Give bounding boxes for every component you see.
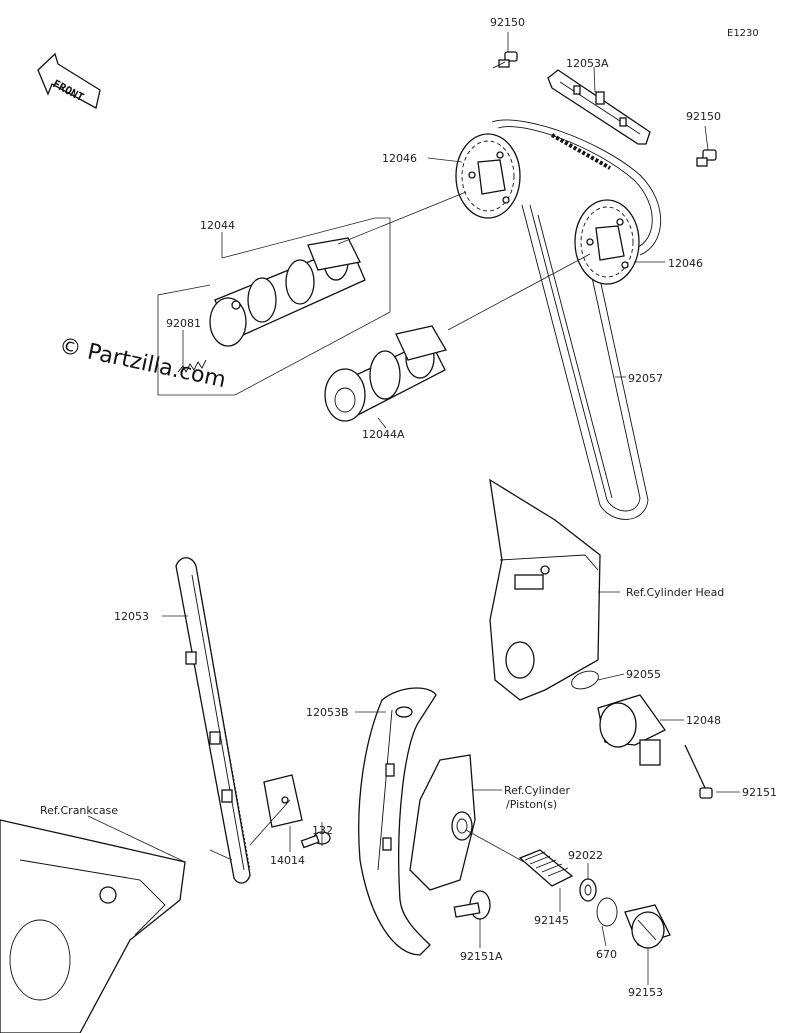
leader-lines bbox=[87, 32, 740, 985]
label-92022[interactable]: 92022 bbox=[568, 849, 603, 862]
spring-92081[interactable] bbox=[177, 359, 207, 374]
label-92150-b[interactable]: 92150 bbox=[686, 110, 721, 123]
cylinder-head-reference bbox=[489, 478, 601, 701]
label-12053b[interactable]: 12053B bbox=[306, 706, 349, 719]
plate-14014[interactable] bbox=[263, 774, 303, 828]
label-12048[interactable]: 12048 bbox=[686, 714, 721, 727]
o-ring-670[interactable] bbox=[596, 897, 618, 927]
label-92151[interactable]: 92151 bbox=[742, 786, 777, 799]
bolt-92151[interactable] bbox=[684, 744, 713, 799]
camshaft-12044-frame bbox=[157, 217, 391, 396]
ref-cylinder-head-label: Ref.Cylinder Head bbox=[626, 586, 724, 599]
label-92150-a[interactable]: 92150 bbox=[490, 16, 525, 29]
washer-92022[interactable] bbox=[579, 878, 597, 902]
label-132[interactable]: 132 bbox=[312, 824, 333, 837]
watermark: © Partzilla.com bbox=[57, 333, 228, 393]
chain-tensioner-12048[interactable] bbox=[597, 694, 666, 766]
label-12053[interactable]: 12053 bbox=[114, 610, 149, 623]
label-92057[interactable]: 92057 bbox=[628, 372, 663, 385]
label-92055[interactable]: 92055 bbox=[626, 668, 661, 681]
bolt-92150-a[interactable] bbox=[492, 51, 518, 69]
front-arrow-icon: FRONT bbox=[37, 52, 101, 109]
label-12053a[interactable]: 12053A bbox=[566, 57, 609, 70]
label-12044[interactable]: 12044 bbox=[200, 219, 235, 232]
cam-sprocket-12046-b[interactable] bbox=[574, 199, 640, 285]
label-670[interactable]: 670 bbox=[596, 948, 617, 961]
ref-piston-label: /Piston(s) bbox=[506, 798, 557, 811]
camshaft-12044[interactable] bbox=[209, 237, 366, 347]
cylinder-piston-reference bbox=[409, 754, 476, 891]
label-92145[interactable]: 92145 bbox=[534, 914, 569, 927]
label-12044a[interactable]: 12044A bbox=[362, 428, 405, 441]
label-12046-b[interactable]: 12046 bbox=[668, 257, 703, 270]
chain-guide-12053a[interactable] bbox=[547, 69, 651, 145]
label-92151a[interactable]: 92151A bbox=[460, 950, 503, 963]
label-92153[interactable]: 92153 bbox=[628, 986, 663, 999]
bolt-92151a[interactable] bbox=[453, 890, 491, 920]
ref-cylinder-label: Ref.Cylinder bbox=[504, 784, 571, 797]
camshaft-12044a[interactable] bbox=[324, 325, 447, 422]
plug-92153[interactable] bbox=[624, 904, 671, 949]
chain-links bbox=[551, 133, 611, 170]
chain-guide-12053b[interactable] bbox=[358, 687, 437, 956]
label-14014[interactable]: 14014 bbox=[270, 854, 305, 867]
cam-sprocket-12046-a[interactable] bbox=[455, 133, 521, 219]
ref-crankcase-label: Ref.Crankcase bbox=[40, 804, 118, 817]
label-92081[interactable]: 92081 bbox=[166, 317, 201, 330]
diagram-code: E1230 bbox=[727, 28, 759, 39]
label-12046-a[interactable]: 12046 bbox=[382, 152, 417, 165]
chain-guide-12053[interactable] bbox=[175, 557, 251, 884]
spring-92145[interactable] bbox=[518, 849, 574, 887]
crankcase-reference bbox=[0, 819, 186, 1033]
o-ring-92055[interactable] bbox=[569, 668, 601, 693]
bolt-92150-b[interactable] bbox=[696, 149, 717, 167]
